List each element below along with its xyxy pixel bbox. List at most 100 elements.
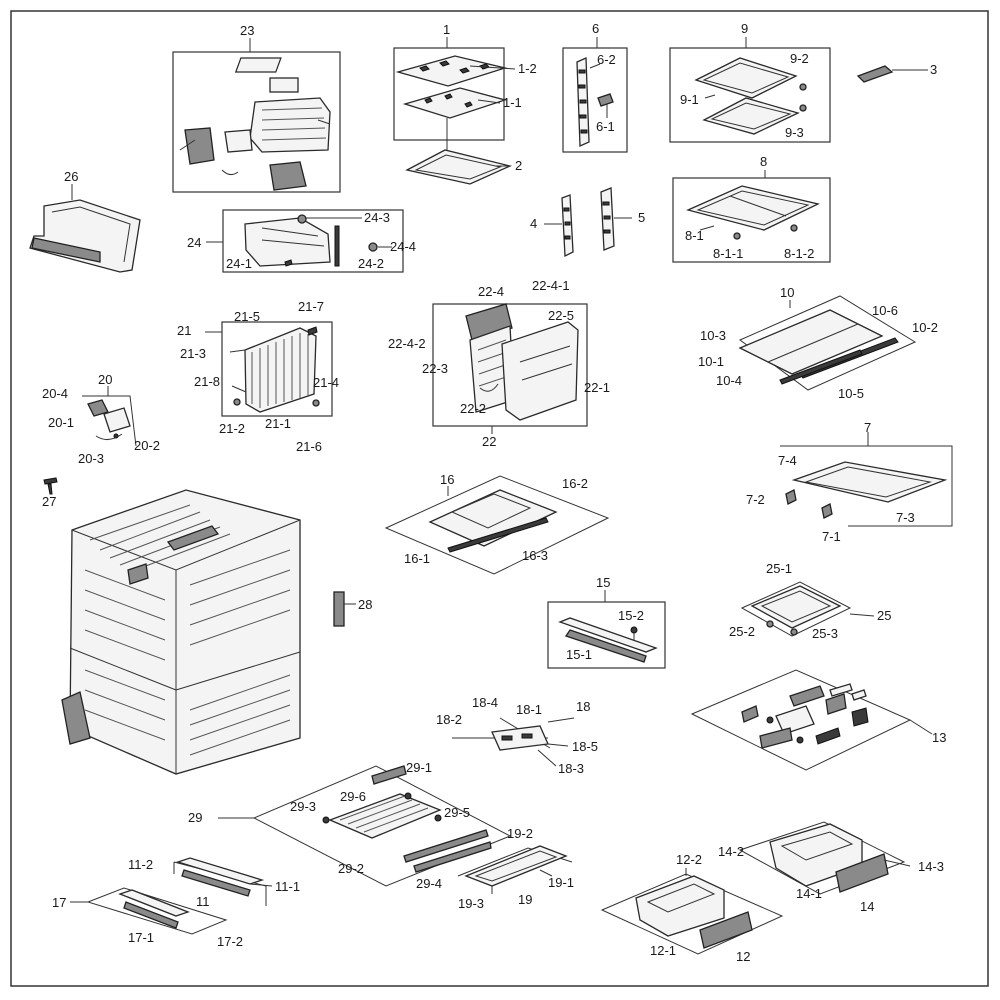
label-24-2: 24-2 xyxy=(358,256,384,271)
label-1-2: 1-2 xyxy=(518,61,537,76)
label-19-3: 19-3 xyxy=(458,896,484,911)
group-27[interactable]: 27 xyxy=(42,477,58,509)
group-26[interactable]: 26 xyxy=(29,169,141,273)
label-5: 5 xyxy=(638,210,645,225)
label-20: 20 xyxy=(98,372,112,387)
label-10-5: 10-5 xyxy=(838,386,864,401)
label-24-1: 24-1 xyxy=(226,256,252,271)
group-12[interactable]: 12 12-2 12-1 xyxy=(600,852,784,964)
label-6-2: 6-2 xyxy=(597,52,616,67)
label-20-3: 20-3 xyxy=(78,451,104,466)
group-11[interactable]: 11 11-2 11-1 xyxy=(128,857,300,909)
group-16[interactable]: 16 16-2 16-1 16-3 xyxy=(384,472,610,575)
label-22-4-2: 22-4-2 xyxy=(388,336,426,351)
group-28[interactable]: 28 xyxy=(333,591,372,627)
label-7: 7 xyxy=(864,420,871,435)
group-1[interactable]: 1 1-2 1-1 xyxy=(393,22,537,150)
group-6[interactable]: 6 6-2 6-1 xyxy=(562,21,628,153)
group-18[interactable]: 18 18-4 18-1 18-2 18-5 18-3 xyxy=(436,695,598,776)
label-22-4: 22-4 xyxy=(478,284,504,299)
label-20-2: 20-2 xyxy=(134,438,160,453)
group-19[interactable]: 19 19-2 19-1 19-3 xyxy=(457,826,574,911)
label-21-4: 21-4 xyxy=(313,375,339,390)
label-20-1: 20-1 xyxy=(48,415,74,430)
group-25[interactable]: 25 25-1 25-2 25-3 xyxy=(729,561,891,641)
group-2[interactable]: 2 xyxy=(405,149,522,185)
label-19-2: 19-2 xyxy=(507,826,533,841)
label-7-1: 7-1 xyxy=(822,529,841,544)
label-19-1: 19-1 xyxy=(548,875,574,890)
label-19: 19 xyxy=(518,892,532,907)
label-14-1: 14-1 xyxy=(796,886,822,901)
label-10-3: 10-3 xyxy=(700,328,726,343)
label-9: 9 xyxy=(741,21,748,36)
label-25-3: 25-3 xyxy=(812,626,838,641)
label-17-1: 17-1 xyxy=(128,930,154,945)
label-9-2: 9-2 xyxy=(790,51,809,66)
label-8-1-1: 8-1-1 xyxy=(713,246,743,261)
label-15-2: 15-2 xyxy=(618,608,644,623)
group-20[interactable]: 20 20-4 20-1 20-2 20-3 xyxy=(42,372,160,466)
label-17-2: 17-2 xyxy=(217,934,243,949)
label-3: 3 xyxy=(930,62,937,77)
group-17[interactable]: 17 17-1 17-2 xyxy=(52,887,243,949)
label-29: 29 xyxy=(188,810,202,825)
label-22-4-1: 22-4-1 xyxy=(532,278,570,293)
group-22[interactable]: 22 22-4 22-4-1 22-5 22-4-2 22-3 22-1 22-… xyxy=(388,278,610,449)
label-21: 21 xyxy=(177,323,191,338)
label-22-1: 22-1 xyxy=(584,380,610,395)
label-14: 14 xyxy=(860,899,874,914)
group-29[interactable]: 29 29-1 29-3 29-6 29-5 29-2 29-4 xyxy=(188,760,512,891)
label-13: 13 xyxy=(932,730,946,745)
label-29-5: 29-5 xyxy=(444,805,470,820)
label-6: 6 xyxy=(592,21,599,36)
group-9[interactable]: 9 9-1 9-2 9-3 xyxy=(669,21,831,143)
label-21-2: 21-2 xyxy=(219,421,245,436)
label-18-1: 18-1 xyxy=(516,702,542,717)
label-25-1: 25-1 xyxy=(766,561,792,576)
label-16-1: 16-1 xyxy=(404,551,430,566)
group-14[interactable]: 14 14-2 14-3 14-1 xyxy=(718,821,944,914)
label-16: 16 xyxy=(440,472,454,487)
label-12-2: 12-2 xyxy=(676,852,702,867)
label-9-3: 9-3 xyxy=(785,125,804,140)
label-21-7: 21-7 xyxy=(298,299,324,314)
group-23[interactable]: 23 xyxy=(172,23,341,193)
label-24: 24 xyxy=(187,235,201,250)
label-14-2: 14-2 xyxy=(718,844,744,859)
label-8-1: 8-1 xyxy=(685,228,704,243)
label-18-2: 18-2 xyxy=(436,712,462,727)
group-10[interactable]: 10 10-6 10-3 10-2 10-1 10-4 10-5 xyxy=(698,285,938,401)
label-16-3: 16-3 xyxy=(522,548,548,563)
label-10-4: 10-4 xyxy=(716,373,742,388)
group-13[interactable]: 13 xyxy=(690,669,946,771)
group-24[interactable]: 24 24-3 24-4 24-1 24-2 xyxy=(187,209,416,273)
group-8[interactable]: 8 8-1 8-1-1 8-1-2 xyxy=(672,154,831,263)
label-8-1-2: 8-1-2 xyxy=(784,246,814,261)
label-23: 23 xyxy=(240,23,254,38)
group-21[interactable]: 21 21-5 21-7 21-3 21-8 21-4 21-2 21-1 21… xyxy=(177,299,339,454)
label-17: 17 xyxy=(52,895,66,910)
label-24-3: 24-3 xyxy=(364,210,390,225)
label-29-2: 29-2 xyxy=(338,861,364,876)
label-15-1: 15-1 xyxy=(566,647,592,662)
label-10-1: 10-1 xyxy=(698,354,724,369)
group-4[interactable]: 4 xyxy=(530,194,574,258)
group-3[interactable]: 3 xyxy=(856,62,937,83)
label-1: 1 xyxy=(443,22,450,37)
label-27: 27 xyxy=(42,494,56,509)
group-15[interactable]: 15 15-2 15-1 xyxy=(547,575,666,669)
label-7-4: 7-4 xyxy=(778,453,797,468)
label-29-3: 29-3 xyxy=(290,799,316,814)
cabinet-body[interactable] xyxy=(61,489,301,775)
group-5[interactable]: 5 xyxy=(600,187,645,251)
label-29-6: 29-6 xyxy=(340,789,366,804)
label-10-6: 10-6 xyxy=(872,303,898,318)
label-10: 10 xyxy=(780,285,794,300)
group-7[interactable]: 7 7-4 7-2 7-3 7-1 xyxy=(746,420,953,544)
label-18-3: 18-3 xyxy=(558,761,584,776)
label-22: 22 xyxy=(482,434,496,449)
label-21-3: 21-3 xyxy=(180,346,206,361)
label-7-2: 7-2 xyxy=(746,492,765,507)
